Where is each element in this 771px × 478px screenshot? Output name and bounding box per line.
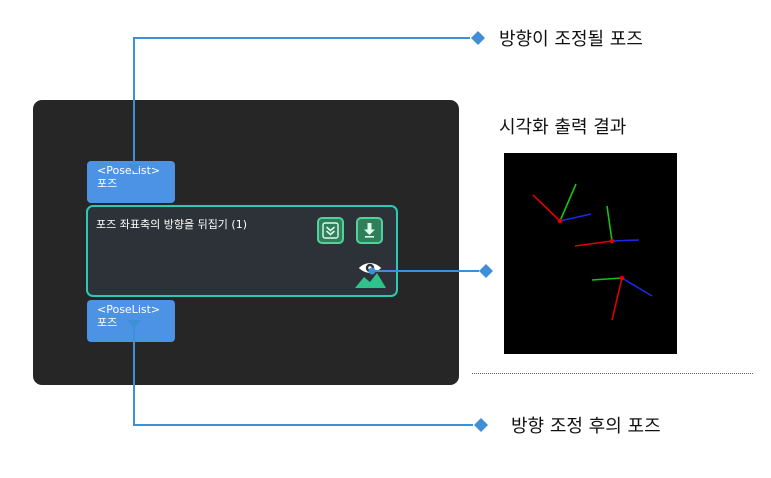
input-port-name: 포즈 [97,177,118,190]
pose-to-adjust-label: 방향이 조정될 포즈 [499,29,643,50]
collapse-button[interactable] [317,217,344,244]
execute-button[interactable] [356,217,383,244]
input-port[interactable]: <PoseList> 포즈 [87,161,175,203]
connector-vis-marker [479,264,493,278]
output-port[interactable]: <PoseList> 포즈 [87,300,175,342]
output-port-name: 포즈 [97,316,118,329]
output-port-type: <PoseList> [97,303,161,316]
dotted-separator [472,373,753,374]
collapse-icon [322,222,339,239]
visual-output-label: 시각화 출력 결과 [499,117,627,138]
step-node[interactable] [86,205,398,297]
execute-icon [364,223,375,238]
step-title: 포즈 좌표축의 방향을 뒤집기 (1) [96,218,248,231]
connector-bottom-marker [474,418,488,432]
input-port-type: <PoseList> [97,164,161,177]
visual-output-image [504,153,677,354]
pose-axes-render [532,183,653,321]
adjusted-pose-label: 방향 조정 후의 포즈 [511,416,661,437]
visualize-icon[interactable] [352,258,388,290]
connector-top-marker [471,31,485,45]
